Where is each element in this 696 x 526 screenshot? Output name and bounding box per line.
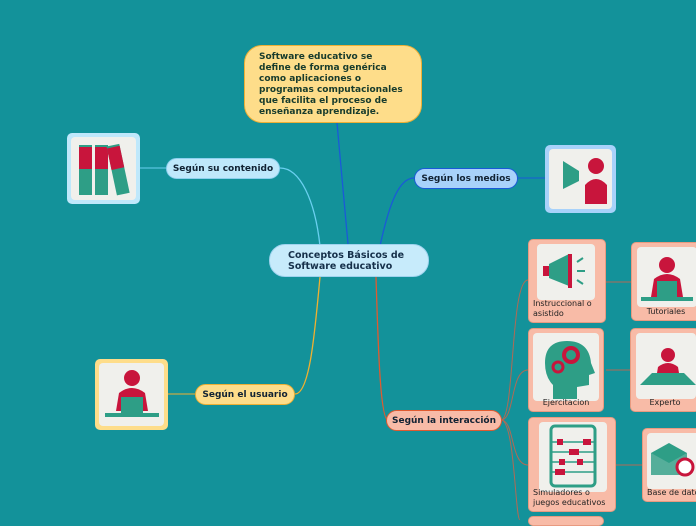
speaker-person-icon — [549, 149, 612, 209]
card-simuladores[interactable]: Simuladores o juegos educativos — [528, 417, 616, 512]
media-image — [545, 145, 616, 213]
megaphone-icon — [537, 244, 595, 300]
card-tutoriales[interactable]: Tutoriales — [631, 242, 696, 321]
abacus-icon — [539, 422, 607, 492]
card-ejercitacion[interactable]: Ejercitacion — [528, 328, 604, 412]
card-experto[interactable]: Experto — [630, 328, 696, 412]
definition-note[interactable]: Software educativo se define de forma ge… — [244, 45, 422, 123]
central-topic[interactable]: Conceptos Básicos de Software educativo — [269, 244, 429, 277]
tutor-computer-icon — [637, 247, 696, 307]
branch-interaccion[interactable]: Según la interacción — [386, 410, 502, 431]
branch-medios[interactable]: Según los medios — [414, 168, 518, 189]
user-computer-icon — [99, 363, 164, 426]
card-more[interactable] — [528, 516, 604, 526]
user-image — [95, 359, 168, 430]
expert-desk-icon — [636, 333, 696, 399]
binders-image — [67, 133, 140, 204]
binders-icon — [71, 137, 136, 200]
branch-usuario[interactable]: Según el usuario — [195, 384, 295, 405]
branch-contenido[interactable]: Según su contenido — [166, 158, 280, 179]
card-instruccional[interactable]: Instruccional o asistido — [528, 239, 606, 323]
card-base-datos[interactable]: Base de datos — [642, 428, 696, 502]
database-search-icon — [647, 433, 696, 489]
brain-gears-icon — [533, 333, 599, 401]
